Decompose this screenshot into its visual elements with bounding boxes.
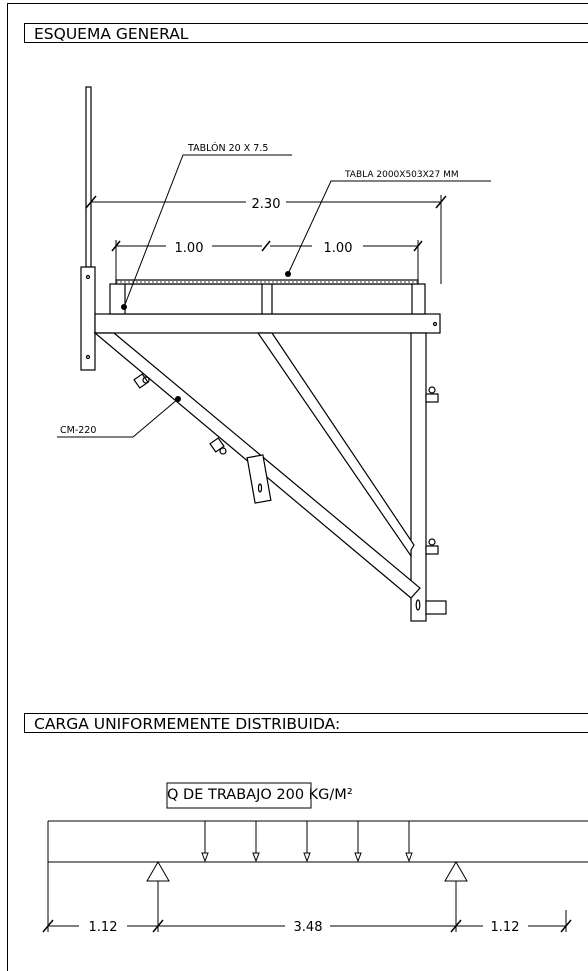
support-left	[146, 861, 170, 882]
dim-left: 1.12	[89, 920, 118, 935]
supports	[146, 861, 468, 932]
beam-dimensions	[42, 910, 572, 933]
dim-center: 3.48	[294, 920, 323, 935]
bolt-hole	[85, 354, 91, 360]
top-beam	[94, 313, 441, 334]
post-clamp	[80, 266, 96, 371]
overall-dimension: 2.30	[252, 197, 281, 212]
bracket-drawing	[80, 86, 447, 622]
support-right	[444, 861, 468, 882]
bracket-label: CM-220	[60, 425, 96, 436]
load-label: Q DE TRABAJO 200 KG/M²	[167, 787, 353, 803]
tabla-label: TABLA 2000X503X27 MM	[344, 170, 459, 180]
span-left-dimension: 1.00	[175, 241, 204, 256]
leader-dots	[121, 271, 291, 402]
plank-box	[109, 283, 426, 315]
guard-post	[85, 86, 92, 268]
inner-diagonal	[256, 332, 415, 558]
vertical-leg	[410, 332, 427, 622]
load-arrows	[201, 821, 413, 863]
section-title-general: ESQUEMA GENERAL	[24, 23, 588, 43]
sheet-border	[7, 3, 588, 971]
dimension-lines	[57, 154, 491, 438]
section-title-load: CARGA UNIFORMEMENTE DISTRIBUIDA:	[24, 713, 588, 733]
span-right-dimension: 1.00	[324, 241, 353, 256]
dim-right: 1.12	[491, 920, 520, 935]
load-box	[166, 782, 312, 809]
bolt-hole	[432, 321, 438, 327]
bolt-hole	[85, 274, 91, 280]
tablon-label: TABLÓN 20 X 7.5	[187, 142, 268, 154]
